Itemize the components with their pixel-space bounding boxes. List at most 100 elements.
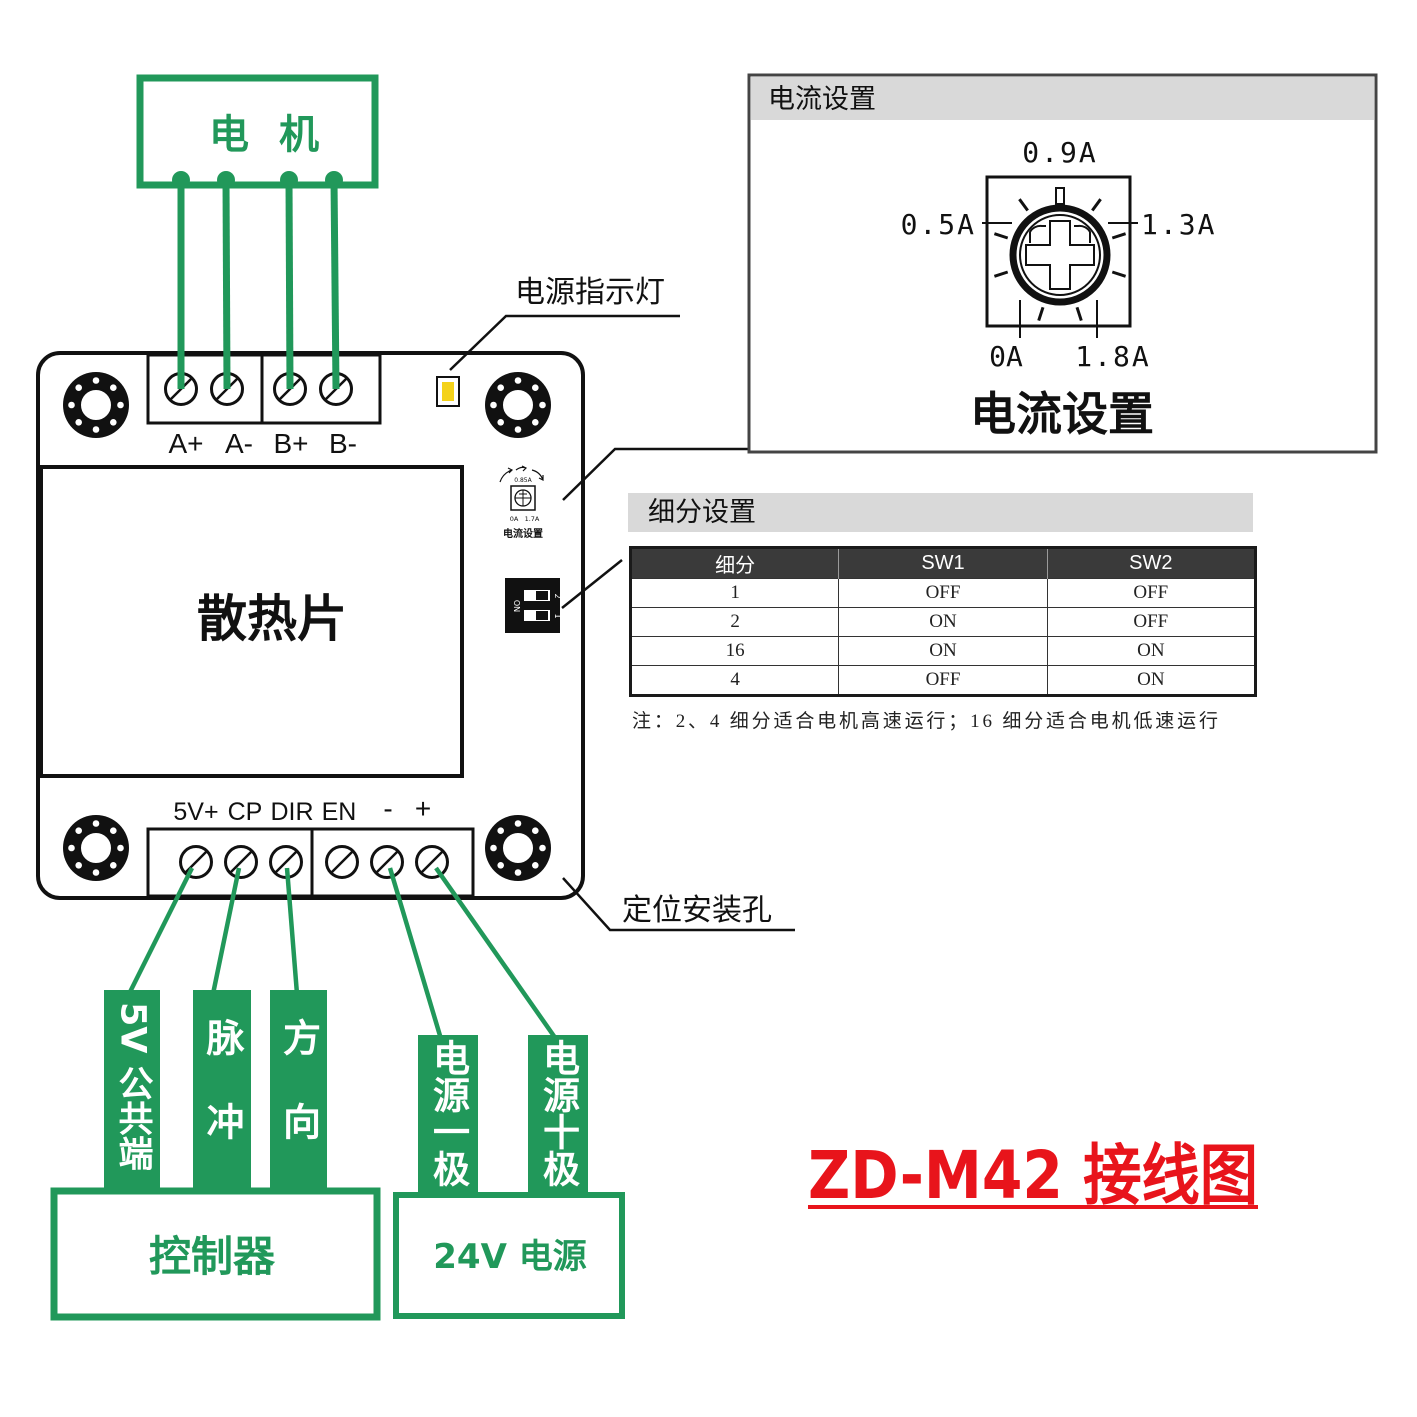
mark-1-3a: 1.3A	[1141, 208, 1216, 241]
motor: 电 机	[136, 74, 379, 189]
board-dial-label: 电流设置	[503, 527, 543, 540]
terminal-label-a-minus: A-	[225, 428, 253, 459]
mounting-hole-label: 定位安装孔	[622, 893, 772, 928]
label-pulse: 脉冲	[193, 990, 251, 1190]
controller: 控制器	[50, 1187, 381, 1321]
mounting-hole-top-left	[62, 371, 130, 439]
dial-tick	[993, 270, 1009, 278]
label-direction: 方向	[270, 990, 327, 1190]
table-cell-value: 4	[629, 665, 840, 696]
subdivision-note: 注：2、4 细分适合电机高速运行；16 细分适合电机低速运行	[632, 710, 1218, 732]
table-header-row: 细分 SW1 SW2	[629, 547, 1257, 579]
mounting-hole-top-right	[484, 371, 552, 439]
board-dial-bottom-right-mark: 1.7A	[525, 515, 540, 523]
power-indicator-label: 电源指示灯	[515, 275, 665, 310]
wire-direction	[284, 867, 300, 995]
mounting-hole-bottom-right	[484, 814, 552, 882]
current-panel-title: 电流设置	[768, 84, 876, 115]
table-cell-sw1: OFF	[838, 665, 1048, 696]
table-cell-value: 1	[629, 578, 840, 608]
column-header-subdivision: 细分	[629, 547, 840, 579]
potentiometer-outer-ring	[1009, 204, 1111, 306]
current-setting-panel: 电流设置 0.9A 0.5A 1.3A 0A 1.8A 电流设置	[747, 73, 1378, 454]
label-5v-common: 5V 公共端	[104, 990, 160, 1190]
wire-joint	[172, 171, 190, 189]
terminal-label-a-plus: A+	[168, 428, 203, 459]
dip-switch-body	[505, 578, 560, 633]
table-cell-value: 2	[629, 607, 840, 637]
terminal-label-plus: +	[415, 793, 431, 824]
dip-knob-2	[536, 591, 548, 600]
motor-wires	[172, 171, 343, 390]
wire-joint	[325, 171, 343, 189]
wire-b-plus	[285, 179, 294, 390]
dial-tick	[1111, 232, 1127, 240]
dip-switch-1-label: 1	[553, 613, 562, 618]
screw-minus	[370, 845, 404, 879]
dial-tick	[1111, 270, 1127, 278]
table-cell-value: 16	[629, 636, 840, 666]
board-dial-cross	[515, 490, 531, 506]
table-row: 16 ON ON	[629, 636, 1257, 666]
terminal-label-b-plus: B+	[273, 428, 308, 459]
motor-box	[136, 74, 379, 189]
dial-tick	[1075, 306, 1083, 322]
heatsink: 散热片	[39, 465, 464, 778]
dial-tick	[1018, 198, 1029, 212]
table-cell-sw1: ON	[838, 636, 1048, 666]
mark-0-5a: 0.5A	[901, 208, 976, 241]
driver-board: A+ A- B+ B- 电源指示灯 散热片 0.85A 0A 1.7	[36, 275, 795, 932]
label-power-minus-text: 电源一极	[426, 1039, 470, 1187]
controller-box	[50, 1187, 381, 1321]
led-leader-line	[449, 314, 680, 371]
dip-leader-line	[561, 559, 623, 609]
led-light	[442, 382, 454, 401]
power-indicator: 电源指示灯	[436, 275, 680, 407]
subdivision-header-text: 细分设置	[648, 497, 756, 528]
mounting-hole-callout: 定位安装孔	[562, 877, 795, 932]
wire-joint	[280, 171, 298, 189]
label-power-minus: 电源一极	[418, 1035, 478, 1192]
potentiometer-pointer	[1055, 187, 1065, 205]
signal-terminal-block: 5V+ CP DIR EN - +	[146, 793, 475, 898]
dip-knob-1	[536, 611, 548, 620]
dip-switch-2-label: 2	[553, 593, 562, 598]
wire-pulse	[210, 867, 242, 995]
dial-arrow-icon	[531, 469, 544, 481]
current-setting-caption: 电流设置	[970, 387, 1154, 441]
current-panel-header	[751, 77, 1374, 120]
heatsink-box	[39, 465, 464, 778]
motor-terminal-block: A+ A- B+ B-	[146, 353, 382, 459]
wire-b-minus	[330, 179, 340, 390]
table-row: 4 OFF ON	[629, 665, 1257, 696]
table-cell-sw2: OFF	[1046, 578, 1257, 608]
table-cell-sw1: ON	[838, 607, 1048, 637]
board-dip-switch: ON 2 1	[505, 559, 623, 633]
subdivision-header: 细分设置	[628, 493, 1253, 532]
label-5v-common-text: 5V 公共端	[112, 1002, 153, 1171]
terminal-label-b-minus: B-	[329, 428, 357, 459]
wire-5v-common	[126, 866, 195, 996]
title-text: ZD-M42 接线图	[808, 1137, 1258, 1214]
dial-tick	[993, 232, 1009, 240]
mark-0a: 0A	[989, 340, 1023, 373]
column-header-sw2: SW2	[1046, 547, 1257, 579]
potentiometer-cross	[1025, 220, 1095, 290]
dip-on-label: ON	[512, 600, 521, 612]
table-row: 1 OFF OFF	[629, 578, 1257, 608]
controller-label: 控制器	[149, 1232, 276, 1281]
dial-leader-line	[562, 447, 748, 501]
dial-arrow-icon	[499, 467, 514, 483]
label-pulse-text: 脉冲	[200, 1018, 244, 1186]
dial-arrow-icon	[515, 465, 528, 472]
table-row: 2 ON OFF	[629, 607, 1257, 637]
table-cell-sw2: ON	[1046, 665, 1257, 696]
mounting-leader-line	[562, 877, 795, 932]
mounting-hole-bottom-left	[62, 814, 130, 882]
terminal-label-5v: 5V+	[173, 798, 218, 826]
potentiometer-ticks	[993, 198, 1127, 322]
board-dial-top-mark: 0.85A	[514, 477, 532, 484]
column-header-sw1: SW1	[838, 547, 1048, 579]
